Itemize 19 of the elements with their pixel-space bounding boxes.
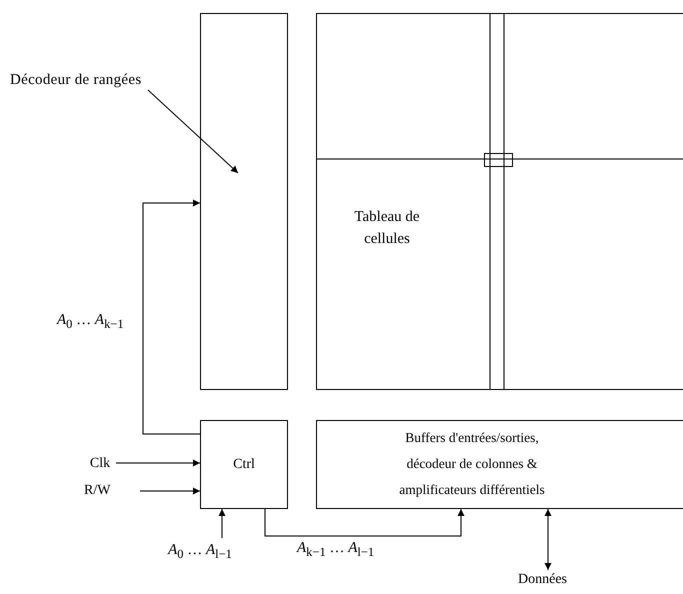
decoder-box (200, 13, 288, 390)
arrow (142, 200, 200, 434)
arrow (264, 508, 464, 536)
leader-line (148, 90, 238, 174)
buffer-box (316, 420, 683, 509)
arrow (218, 508, 226, 538)
arrow (544, 508, 552, 570)
text-label: Clk (88, 455, 112, 473)
text-label: A$_{0}$ … A$_{l−1}$ (166, 541, 233, 563)
buffer-label: Buffers d'entrées/sorties, décodeur de colonnes & amplificateurs différentiels (398, 429, 546, 499)
text-label: Décodeur de rangées (10, 71, 142, 90)
control-label: Ctrl (232, 456, 256, 474)
arrow (140, 488, 200, 494)
cell-box (484, 153, 513, 167)
arrow (116, 460, 200, 466)
array-title: Tableau de cellules (353, 208, 421, 249)
control-box (200, 420, 288, 509)
text-label: Données (517, 571, 568, 589)
text-label: R/W (84, 482, 112, 500)
